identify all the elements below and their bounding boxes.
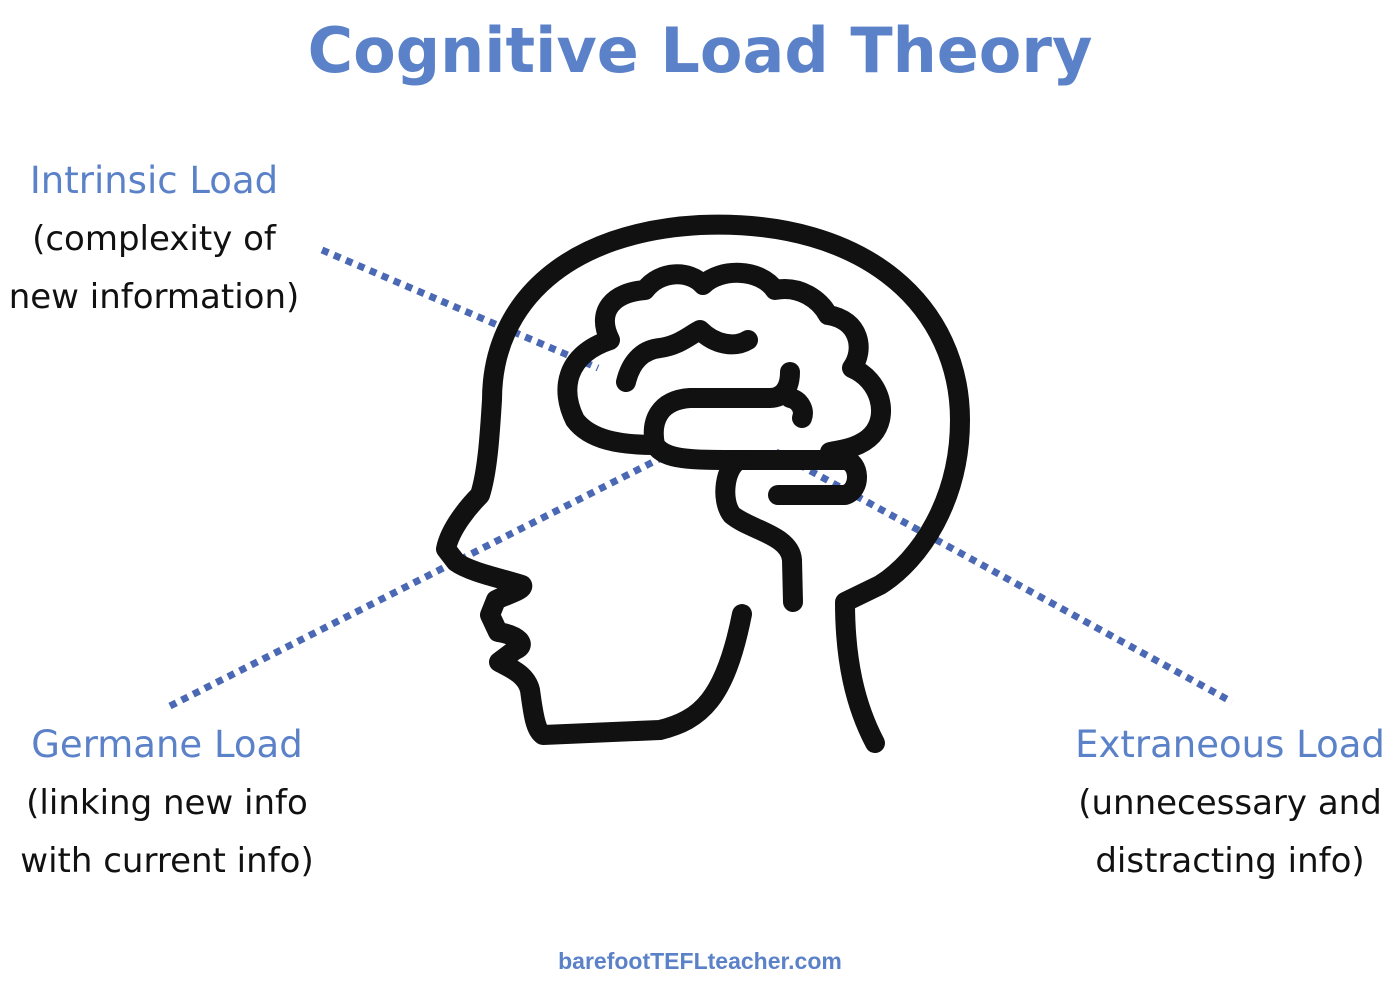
footer-website: barefootTEFLteacher.com	[558, 948, 842, 974]
extraneous-line1: (unnecessary and	[1078, 783, 1382, 823]
germane-line2: with current info)	[20, 841, 314, 881]
brain-fold-upper	[616, 320, 758, 392]
label-intrinsic: Intrinsic Load (complexity of new inform…	[4, 152, 304, 326]
head-outline	[436, 214, 970, 753]
brain-fold-lower	[645, 435, 867, 505]
page-title: Cognitive Load Theory	[307, 14, 1093, 87]
brain-fold-middle	[643, 362, 813, 455]
intrinsic-line1: (complexity of	[32, 219, 276, 259]
connector-intrinsic	[320, 246, 600, 372]
connector-extraneous	[774, 448, 1234, 706]
extraneous-line2: distracting info)	[1095, 841, 1365, 881]
intrinsic-line2: new information)	[8, 277, 300, 317]
germane-line1: (linking new info	[26, 783, 308, 823]
label-germane: Germane Load (linking new info with curr…	[0, 716, 334, 890]
brain-outline	[557, 262, 891, 462]
brain-stem	[715, 450, 803, 612]
extraneous-heading: Extraneous Load	[1075, 723, 1385, 766]
connector-germane	[168, 452, 667, 710]
intrinsic-heading: Intrinsic Load	[29, 159, 279, 202]
label-extraneous: Extraneous Load (unnecessary and distrac…	[1068, 716, 1392, 890]
head-with-brain-icon	[436, 214, 970, 753]
germane-heading: Germane Load	[31, 723, 303, 766]
